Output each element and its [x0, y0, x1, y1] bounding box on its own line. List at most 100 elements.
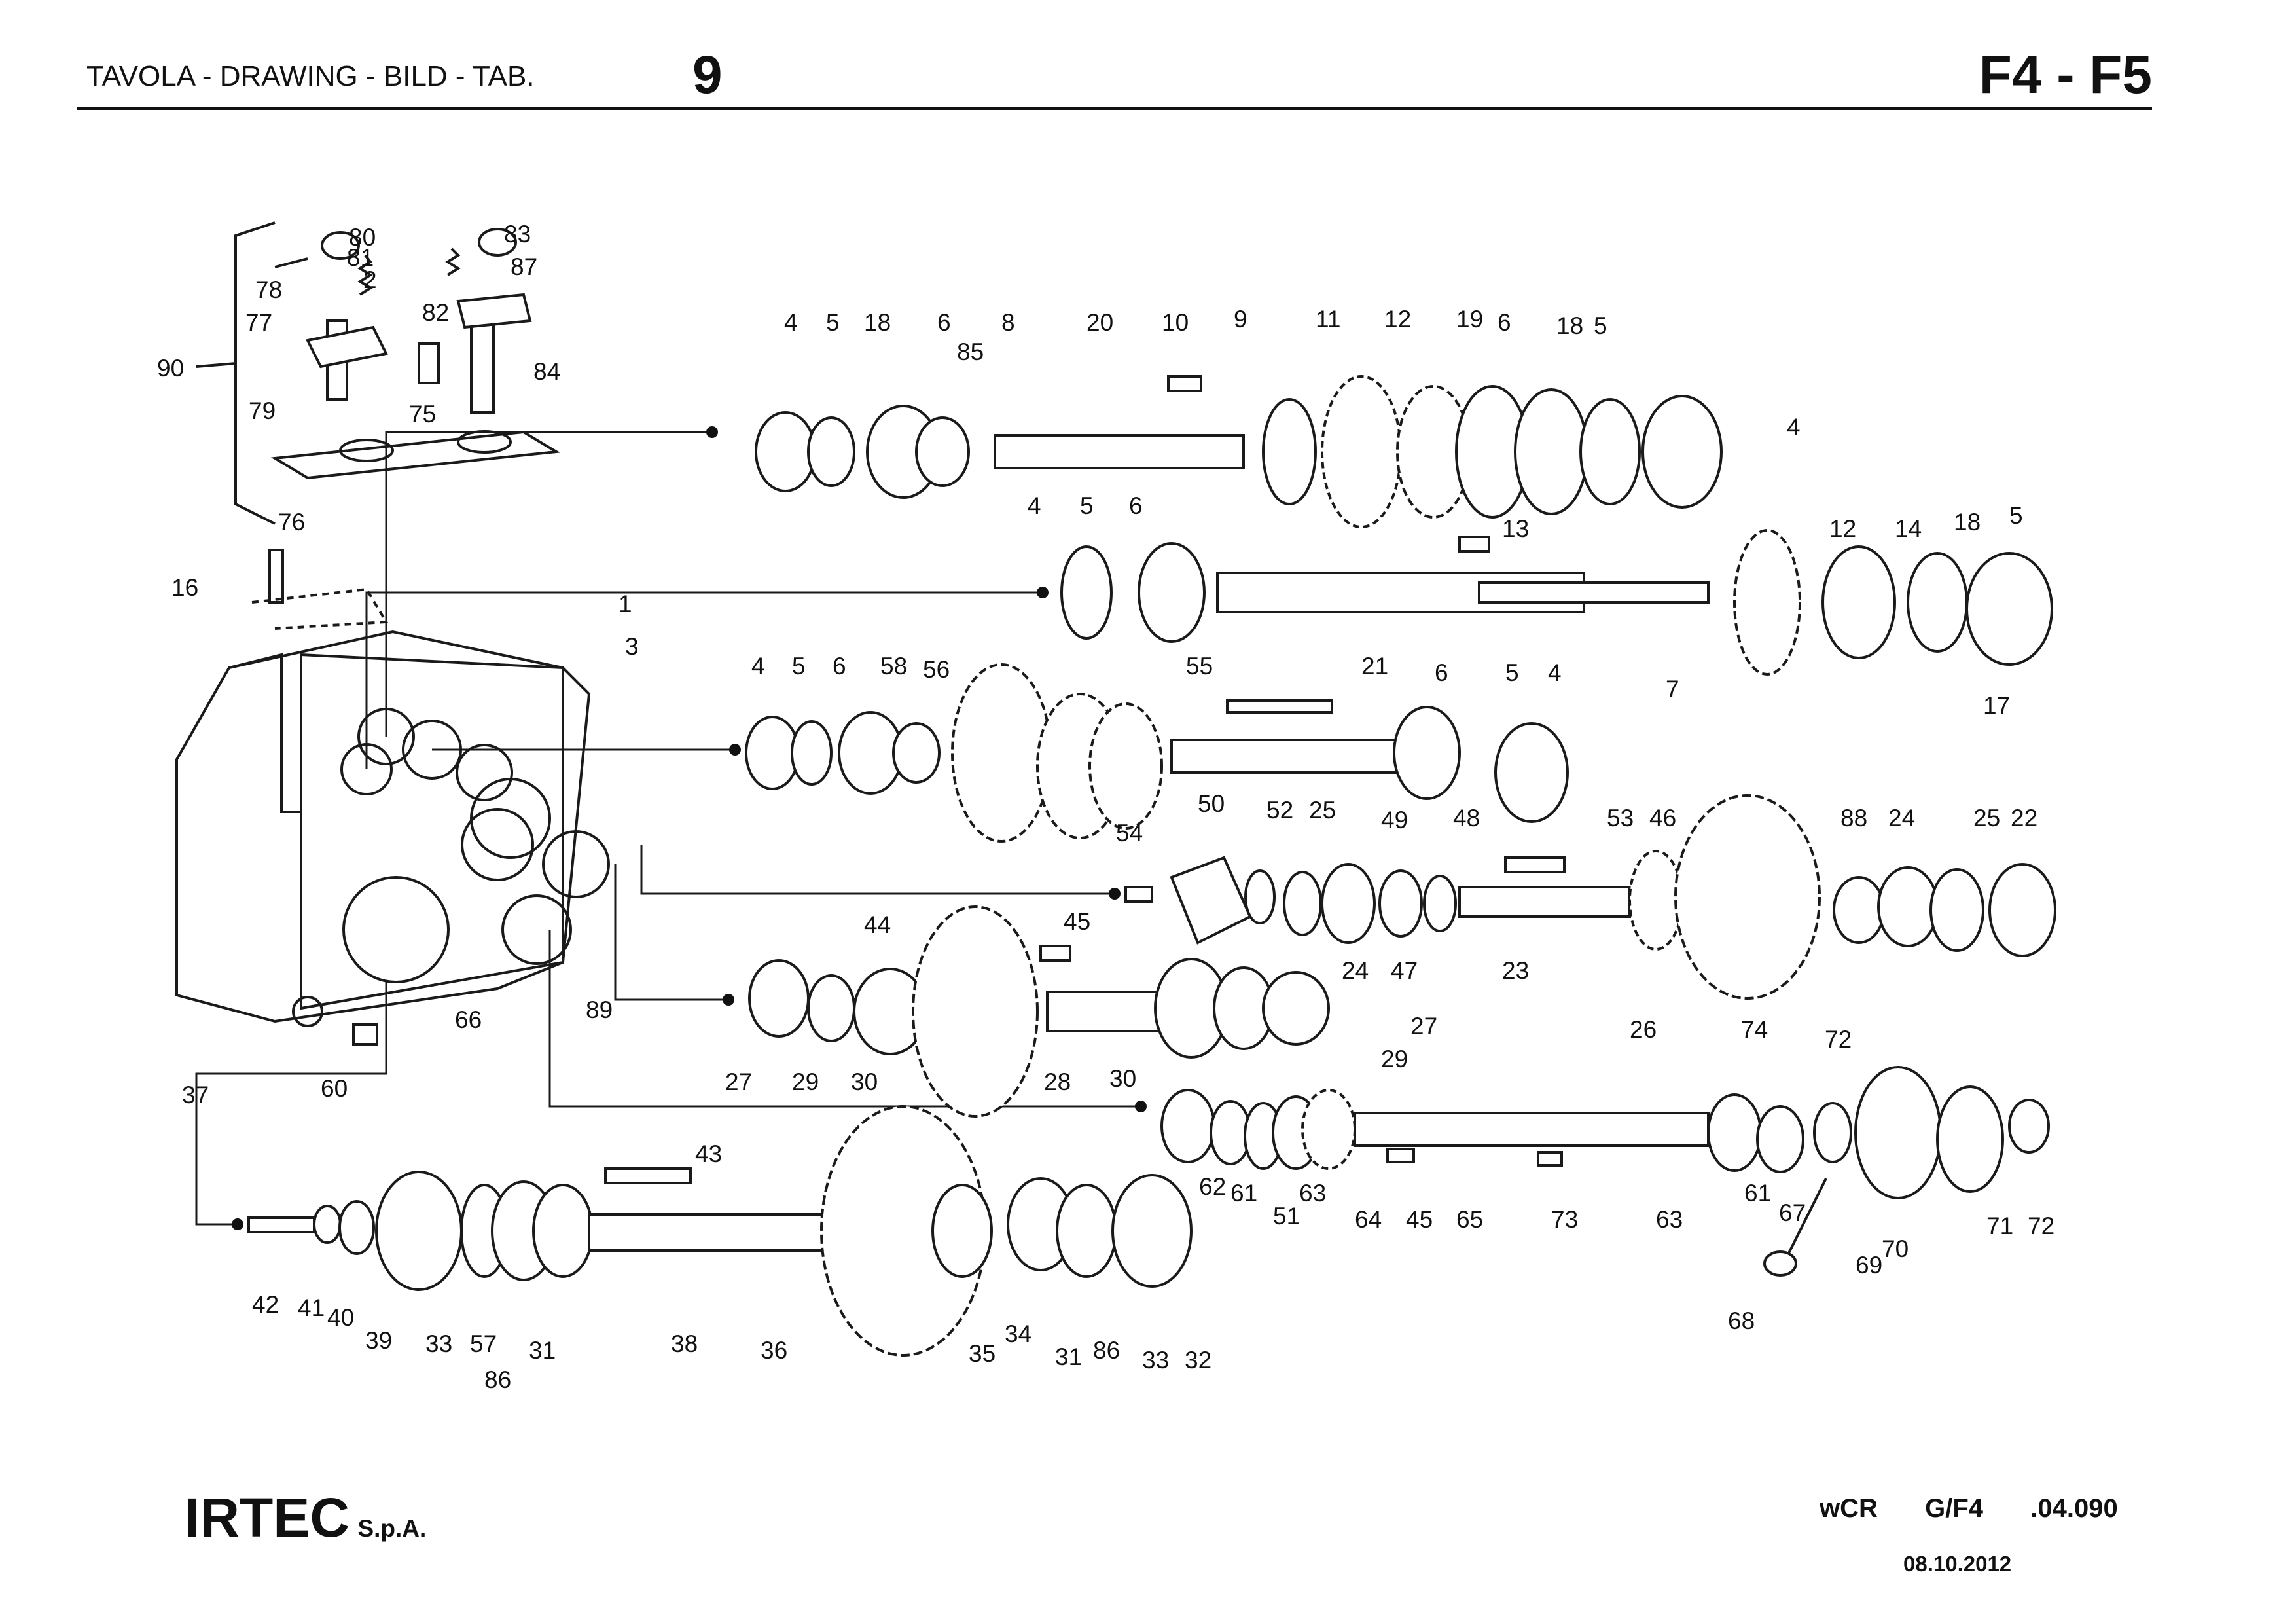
assembly-guide-lines: [195, 431, 1139, 1226]
callout: 6: [1498, 309, 1511, 336]
callout: 43: [695, 1140, 722, 1167]
callout: 41: [298, 1294, 325, 1321]
callout: 18: [1556, 312, 1583, 339]
leader-dots: [232, 426, 1147, 1230]
callout: 60: [321, 1075, 348, 1102]
callout: 81: [347, 244, 374, 271]
callout: 80: [349, 224, 376, 251]
callout: 5: [1594, 312, 1607, 339]
callout: 73: [1551, 1206, 1578, 1233]
callout: 4: [1548, 659, 1562, 686]
callout: 90: [157, 355, 184, 382]
callout: 86: [484, 1366, 511, 1393]
gearbox-housing: [175, 630, 610, 1046]
callout: 28: [1044, 1068, 1071, 1095]
table-number: 9: [692, 45, 723, 105]
callout: 27: [725, 1068, 752, 1095]
callout: 39: [365, 1327, 392, 1354]
callout: 1: [619, 591, 632, 617]
code-part-2: G/F4: [1925, 1494, 1984, 1523]
callout: 5: [792, 653, 806, 680]
callout: 75: [409, 401, 436, 428]
callout: 24: [1888, 805, 1915, 831]
lower-shaft-row: [247, 1105, 1193, 1357]
brand-suffix: S.p.A.: [357, 1515, 427, 1542]
main-shaft-row: [1060, 529, 2053, 676]
model-code: F4 - F5: [1979, 45, 2152, 105]
callout: 4: [1787, 414, 1801, 441]
callout: 36: [761, 1337, 787, 1364]
callout: 33: [1142, 1347, 1169, 1374]
callout: 88: [1840, 805, 1867, 831]
header-rule: [77, 107, 2152, 110]
callout: 53: [1607, 805, 1634, 831]
callout: 72: [1825, 1026, 1852, 1053]
callout: 68: [1728, 1307, 1755, 1334]
callout: 27: [1410, 1013, 1437, 1040]
callout: 55: [1186, 653, 1213, 680]
callout: 85: [957, 338, 984, 365]
callout: 37: [182, 1082, 209, 1108]
callout: 56: [923, 656, 950, 683]
callout: 18: [1954, 509, 1981, 536]
callout: 82: [422, 299, 449, 326]
revision-date: 08.10.2012: [1903, 1552, 2012, 1576]
callout: 10: [1162, 309, 1189, 336]
callout: 4: [751, 653, 765, 680]
callout: 62: [1199, 1173, 1226, 1200]
callout: 4: [784, 309, 798, 336]
callout: 51: [1273, 1203, 1300, 1230]
callout: 11: [1316, 306, 1340, 333]
callout: 45: [1064, 908, 1090, 935]
callout: 71: [1986, 1213, 2013, 1239]
callout: 38: [671, 1330, 698, 1357]
callout: 61: [1230, 1180, 1257, 1207]
callout: 6: [833, 653, 846, 680]
callout: 3: [625, 633, 639, 660]
part-callouts: 80 83 81 87 78 2 77 82 84 90 79 75 76 16…: [157, 221, 2054, 1393]
callout: 17: [1983, 692, 2010, 719]
callout: 4: [1028, 492, 1041, 519]
callout: 49: [1381, 807, 1408, 833]
callout: 12: [1384, 306, 1411, 333]
callout: 5: [826, 309, 840, 336]
callout: 46: [1649, 805, 1676, 831]
callout: 24: [1342, 957, 1369, 984]
callout: 77: [245, 309, 272, 336]
callout: 21: [1361, 653, 1388, 680]
pto-shaft-row: [1160, 1066, 2050, 1277]
callout: 33: [425, 1330, 452, 1357]
callout: 9: [1234, 306, 1247, 333]
callout: 50: [1198, 790, 1225, 817]
callout: 6: [1435, 659, 1448, 686]
callout: 65: [1456, 1206, 1483, 1233]
input-shaft-row: [755, 375, 1723, 528]
callout: 72: [2028, 1213, 2054, 1239]
callout: 89: [586, 996, 613, 1023]
callout: 58: [880, 653, 907, 680]
callout: 35: [969, 1340, 996, 1367]
callout: 47: [1391, 957, 1418, 984]
callout: 86: [1093, 1337, 1120, 1364]
callout: 79: [249, 397, 276, 424]
callout: 30: [851, 1068, 878, 1095]
callout: 44: [864, 911, 891, 938]
shift-fork-assembly: [196, 221, 561, 525]
callout: 23: [1502, 957, 1529, 984]
callout: 61: [1744, 1180, 1771, 1207]
countershaft-row: [745, 663, 1569, 843]
callout: 64: [1355, 1206, 1382, 1233]
code-part-3: .04.090: [2030, 1494, 2118, 1523]
callout: 63: [1299, 1180, 1326, 1207]
callout: 5: [1505, 659, 1519, 686]
callout: 45: [1406, 1206, 1433, 1233]
callout: 32: [1185, 1347, 1211, 1374]
callout: 25: [1973, 805, 2000, 831]
callout: 26: [1630, 1016, 1657, 1043]
callout: 74: [1741, 1016, 1768, 1043]
callout: 63: [1656, 1206, 1683, 1233]
callout: 70: [1882, 1235, 1909, 1262]
callout: 78: [255, 276, 282, 303]
bolt-16: [268, 549, 284, 604]
callout: 5: [2009, 502, 2023, 529]
